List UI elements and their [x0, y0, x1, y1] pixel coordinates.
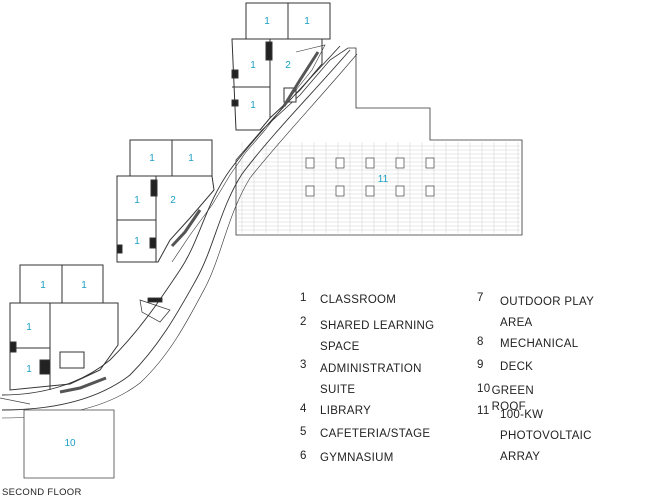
legend-num: 6: [300, 450, 307, 462]
legend-num: 4: [300, 403, 307, 415]
roof-opening: [335, 185, 345, 197]
room-label-2: 2: [285, 60, 291, 71]
roof-openings: [305, 157, 435, 197]
legend-num: 1: [300, 292, 307, 304]
roof-opening: [425, 157, 435, 169]
legend-label: GYMNASIUM: [320, 452, 394, 464]
roof-opening: [365, 185, 375, 197]
legend-label: SHARED LEARNING SPACE: [320, 320, 435, 353]
room-label-2: 2: [170, 195, 176, 206]
legend-item-2: 2 SHARED LEARNING SPACE: [300, 316, 460, 358]
legend-item-5: 5 CAFETERIA/STAGE: [300, 426, 430, 442]
legend-item-3: 3 ADMINISTRATION SUITE: [300, 359, 460, 401]
legend-item-7: 7 OUTDOOR PLAY AREA: [477, 292, 637, 334]
legend-label: DECK: [500, 361, 534, 373]
legend-label: OUTDOOR PLAY AREA: [500, 296, 594, 329]
legend-label: CLASSROOM: [320, 294, 397, 306]
legend-label: ADMINISTRATION SUITE: [320, 363, 422, 396]
roof-opening: [305, 185, 315, 197]
upper-wing: [231, 2, 331, 131]
room-label-1: 1: [149, 153, 155, 164]
room-label-1: 1: [40, 280, 46, 291]
floor-caption: SECOND FLOOR: [2, 487, 82, 498]
room-labels: 1 1 1 2 1 1 1 1 2 1 1 1 1 1 10 11: [26, 16, 388, 449]
room-label-1: 1: [264, 16, 270, 27]
legend-item-8: 8 MECHANICAL: [477, 336, 578, 352]
legend-num: 10: [477, 383, 491, 395]
green-roof-block: [0, 397, 115, 479]
legend-label: LIBRARY: [320, 405, 372, 417]
legend-num: 7: [477, 292, 484, 304]
legend-num: 3: [300, 359, 307, 371]
legend-num: 2: [300, 316, 307, 328]
roof-opening: [425, 185, 435, 197]
legend-num: 8: [477, 336, 484, 348]
legend-num: 5: [300, 426, 307, 438]
room-label-1: 1: [81, 280, 87, 291]
legend-item-11: 11 100-KW PHOTOVOLTAIC ARRAY: [477, 405, 637, 468]
legend-label: CAFETERIA/STAGE: [320, 428, 431, 440]
room-label-1: 1: [134, 236, 140, 247]
legend-item-9: 9 DECK: [477, 359, 533, 375]
curved-corridor: [1, 44, 358, 419]
legend-num: 11: [477, 405, 490, 417]
roof-opening: [395, 157, 405, 169]
room-label-10: 10: [64, 438, 76, 449]
legend-item-4: 4 LIBRARY: [300, 403, 371, 419]
legend-num: 9: [477, 359, 484, 371]
legend-item-6: 6 GYMNASIUM: [300, 450, 394, 466]
room-label-1: 1: [26, 364, 32, 375]
room-label-1: 1: [250, 60, 256, 71]
legend-label: GREEN ROOF: [491, 385, 534, 413]
legend-label: 100-KW PHOTOVOLTAIC ARRAY: [500, 409, 592, 463]
roof-opening: [305, 157, 315, 169]
roof-opening: [365, 157, 375, 169]
pv-array-grid: [238, 142, 520, 233]
roof-opening: [395, 185, 405, 197]
room-label-1: 1: [188, 153, 194, 164]
room-label-1: 1: [304, 16, 310, 27]
lower-wing: [9, 264, 119, 391]
room-label-11: 11: [378, 174, 389, 185]
room-label-1: 1: [134, 195, 140, 206]
legend-item-1: 1 CLASSROOM: [300, 292, 396, 308]
roof-opening: [335, 157, 345, 169]
room-label-1: 1: [250, 100, 256, 111]
room-label-1: 1: [26, 322, 32, 333]
middle-wing: [116, 139, 215, 263]
legend-label: MECHANICAL: [500, 338, 579, 350]
roof-outline: [235, 47, 523, 236]
